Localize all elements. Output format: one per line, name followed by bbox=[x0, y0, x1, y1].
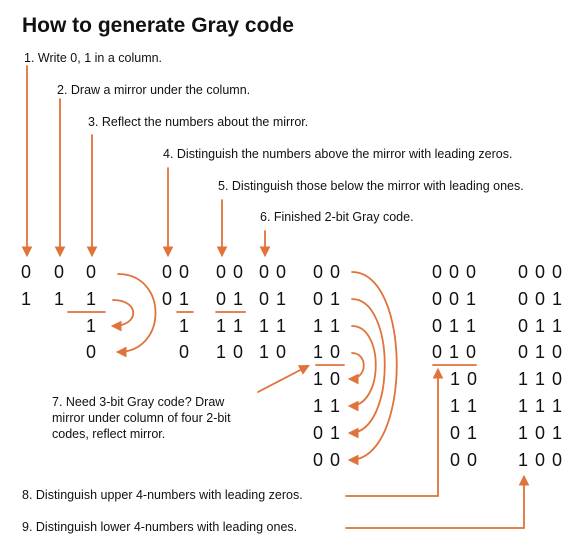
step-8-arrow bbox=[345, 367, 444, 497]
col9-value: 1 1 0 bbox=[518, 369, 564, 389]
col3-value: 0 bbox=[86, 262, 98, 282]
col3-value: 1 bbox=[86, 289, 98, 309]
step-8-label: 8. Distinguish upper 4-numbers with lead… bbox=[22, 488, 303, 502]
col5-value: 0 1 bbox=[216, 289, 245, 309]
col4-value: 0 1 bbox=[162, 289, 191, 309]
step-9-label: 9. Distinguish lower 4-numbers with lead… bbox=[22, 520, 298, 534]
step-7-note-line: 7. Need 3-bit Gray code? Draw bbox=[52, 395, 225, 409]
reflection-arc bbox=[347, 325, 377, 412]
col9-value: 1 1 1 bbox=[518, 396, 564, 416]
step-1-label: 1. Write 0, 1 in a column. bbox=[24, 51, 163, 65]
col8-value: 0 1 0 bbox=[432, 342, 478, 362]
col7-reflected-value: 1 1 bbox=[313, 396, 342, 416]
reflection-arc bbox=[347, 271, 398, 466]
col7-value: 0 1 bbox=[313, 289, 342, 309]
col8-value: 0 1 1 bbox=[432, 316, 478, 336]
col7-value: 1 1 bbox=[313, 316, 342, 336]
step-4-label: 4. Distinguish the numbers above the mir… bbox=[163, 147, 513, 161]
step-3-label: 3. Reflect the numbers about the mirror. bbox=[88, 115, 309, 129]
col9-value: 0 0 1 bbox=[518, 289, 564, 309]
col9-value: 0 0 0 bbox=[518, 262, 564, 282]
col8-value: 0 0 1 bbox=[432, 289, 478, 309]
step-7-note-line: mirror under column of four 2-bit bbox=[52, 411, 231, 425]
col8-value: 0 0 bbox=[450, 450, 479, 470]
col9-value: 0 1 1 bbox=[518, 316, 564, 336]
col9-value: 0 1 0 bbox=[518, 342, 564, 362]
reflection-arc bbox=[110, 299, 134, 332]
col2-value: 0 bbox=[54, 262, 66, 282]
step-2-label: 2. Draw a mirror under the column. bbox=[57, 83, 251, 97]
col6-value: 0 1 bbox=[259, 289, 288, 309]
col7-value: 0 0 bbox=[313, 262, 342, 282]
step-9-arrow bbox=[345, 474, 530, 529]
col1-value: 0 bbox=[21, 262, 33, 282]
col3-reflected-value: 0 bbox=[86, 342, 98, 362]
col7-reflected-value: 0 1 bbox=[313, 423, 342, 443]
col6-value: 1 1 bbox=[259, 316, 288, 336]
step-7-note-line: codes, reflect mirror. bbox=[52, 427, 166, 441]
col5-value: 1 0 bbox=[216, 342, 245, 362]
col2-value: 1 bbox=[54, 289, 66, 309]
col1-value: 1 bbox=[21, 289, 33, 309]
step-6-label: 6. Finished 2-bit Gray code. bbox=[260, 210, 414, 224]
page-title: How to generate Gray code bbox=[22, 14, 294, 37]
col7-reflected-value: 1 0 bbox=[313, 369, 342, 389]
col8-value: 0 0 0 bbox=[432, 262, 478, 282]
step-7-note: 7. Need 3-bit Gray code? Draw mirror und… bbox=[52, 394, 231, 442]
col5-value: 0 0 bbox=[216, 262, 245, 282]
col4-value: 1 bbox=[179, 316, 191, 336]
col3-reflected-value: 1 bbox=[86, 316, 98, 336]
col9-value: 1 0 0 bbox=[518, 450, 564, 470]
col6-value: 1 0 bbox=[259, 342, 288, 362]
col7-value: 1 0 bbox=[313, 342, 342, 362]
col8-value: 1 0 bbox=[450, 369, 479, 389]
col4-value: 0 0 bbox=[162, 262, 191, 282]
col5-value: 1 1 bbox=[216, 316, 245, 336]
step-7-arrow bbox=[257, 365, 310, 393]
col8-value: 0 1 bbox=[450, 423, 479, 443]
col7-reflected-value: 0 0 bbox=[313, 450, 342, 470]
step-5-label: 5. Distinguish those below the mirror wi… bbox=[218, 179, 524, 193]
col6-value: 0 0 bbox=[259, 262, 288, 282]
col8-value: 1 1 bbox=[450, 396, 479, 416]
reflection-arc bbox=[347, 352, 365, 385]
col4-value: 0 bbox=[179, 342, 191, 362]
reflection-arc bbox=[115, 273, 157, 358]
col9-value: 1 0 1 bbox=[518, 423, 564, 443]
reflection-arc bbox=[347, 298, 386, 439]
